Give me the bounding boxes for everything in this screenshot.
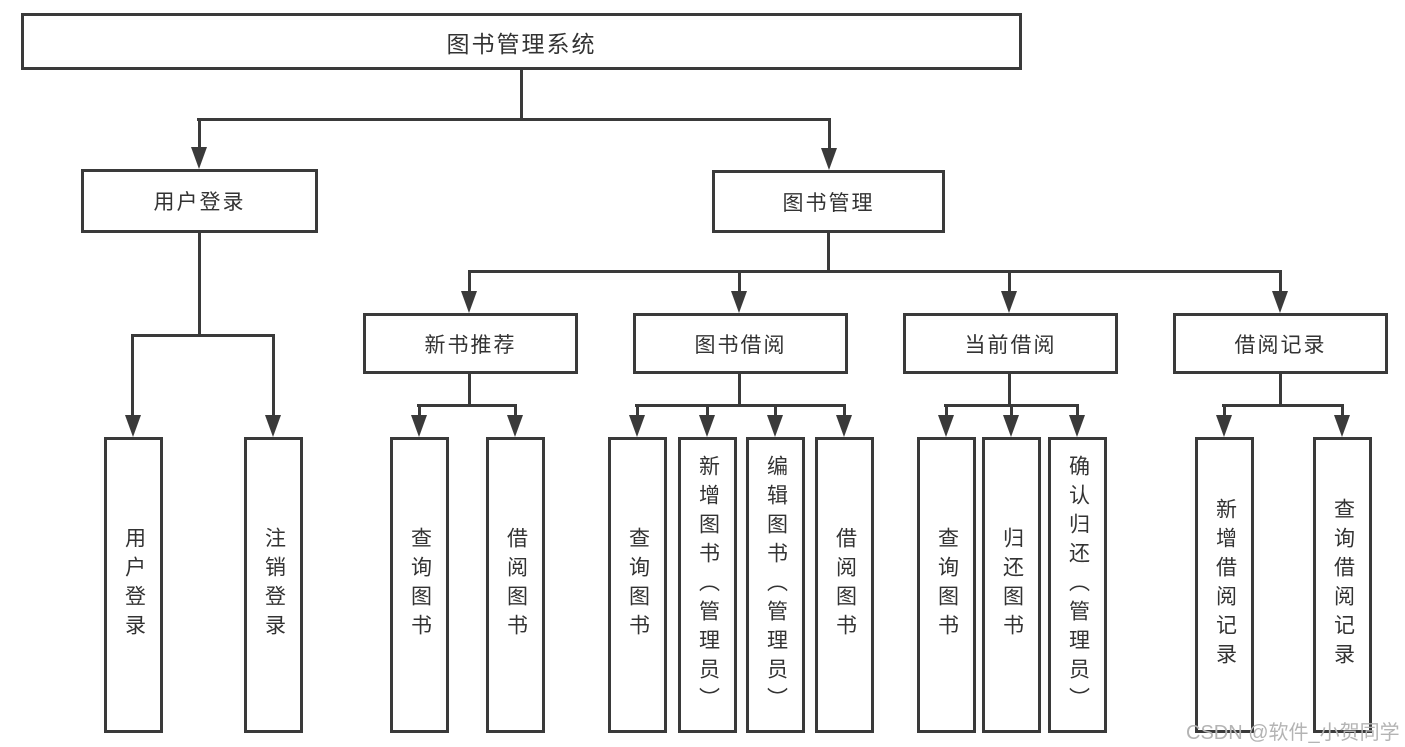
arrow-down-icon [461,291,477,313]
leaf-borrow-books-2: 借阅图书 [815,437,874,733]
connector [1010,404,1013,416]
leaf-query-borrow-record: 查询借阅记录 [1313,437,1372,733]
connector [635,404,846,407]
connector [636,404,639,416]
arrow-down-icon [265,415,281,437]
leaf-add-books-admin: 新增图书（管理员） [678,437,737,733]
connector [843,404,846,416]
connector [197,118,831,121]
connector [706,404,709,416]
arrow-down-icon [1334,415,1350,437]
node-book-management: 图书管理 [712,170,945,233]
leaf-edit-books-admin: 编辑图书（管理员） [746,437,805,733]
leaf-query-books-1: 查询图书 [390,437,449,733]
csdn-watermark: CSDN @软件_小贺同学 [1186,722,1400,744]
arrow-down-icon [1272,291,1288,313]
connector [272,334,275,416]
node-new-book-recommend: 新书推荐 [363,313,578,374]
connector [827,233,830,273]
leaf-query-books-2: 查询图书 [608,437,667,733]
arrow-down-icon [731,291,747,313]
connector [1008,374,1011,407]
connector [738,270,741,292]
connector [468,374,471,407]
node-user-login: 用户登录 [81,169,318,233]
connector [131,334,275,337]
arrow-down-icon [1216,415,1232,437]
arrow-down-icon [191,147,207,169]
arrow-down-icon [1069,415,1085,437]
node-borrow-records: 借阅记录 [1173,313,1388,374]
arrow-down-icon [125,415,141,437]
arrow-down-icon [1003,415,1019,437]
arrow-down-icon [938,415,954,437]
arrow-down-icon [767,415,783,437]
connector [1076,404,1079,416]
arrow-down-icon [1001,291,1017,313]
leaf-borrow-books-1: 借阅图书 [486,437,545,733]
leaf-add-borrow-record: 新增借阅记录 [1195,437,1254,733]
connector [1222,404,1344,407]
leaf-confirm-return-admin: 确认归还（管理员） [1048,437,1107,733]
arrow-down-icon [411,415,427,437]
connector [945,404,948,416]
node-book-borrow: 图书借阅 [633,313,848,374]
connector [1279,270,1282,292]
leaf-user-login: 用户登录 [104,437,163,733]
connector [828,118,831,148]
connector [468,270,471,292]
connector [774,404,777,416]
connector [468,270,1282,273]
leaf-query-books-3: 查询图书 [917,437,976,733]
connector [514,404,517,416]
connector [417,404,517,407]
leaf-logout: 注销登录 [244,437,303,733]
arrow-down-icon [821,148,837,170]
node-current-borrow: 当前借阅 [903,313,1118,374]
connector [198,118,201,148]
arrow-down-icon [836,415,852,437]
node-root: 图书管理系统 [21,13,1022,70]
connector [1008,270,1011,292]
connector [418,404,421,416]
connector [1223,404,1226,416]
connector [520,70,523,120]
connector [1341,404,1344,416]
arrow-down-icon [507,415,523,437]
connector [131,334,134,416]
connector [198,232,201,337]
connector [1279,374,1282,407]
connector [738,374,741,407]
leaf-return-books: 归还图书 [982,437,1041,733]
arrow-down-icon [629,415,645,437]
arrow-down-icon [699,415,715,437]
